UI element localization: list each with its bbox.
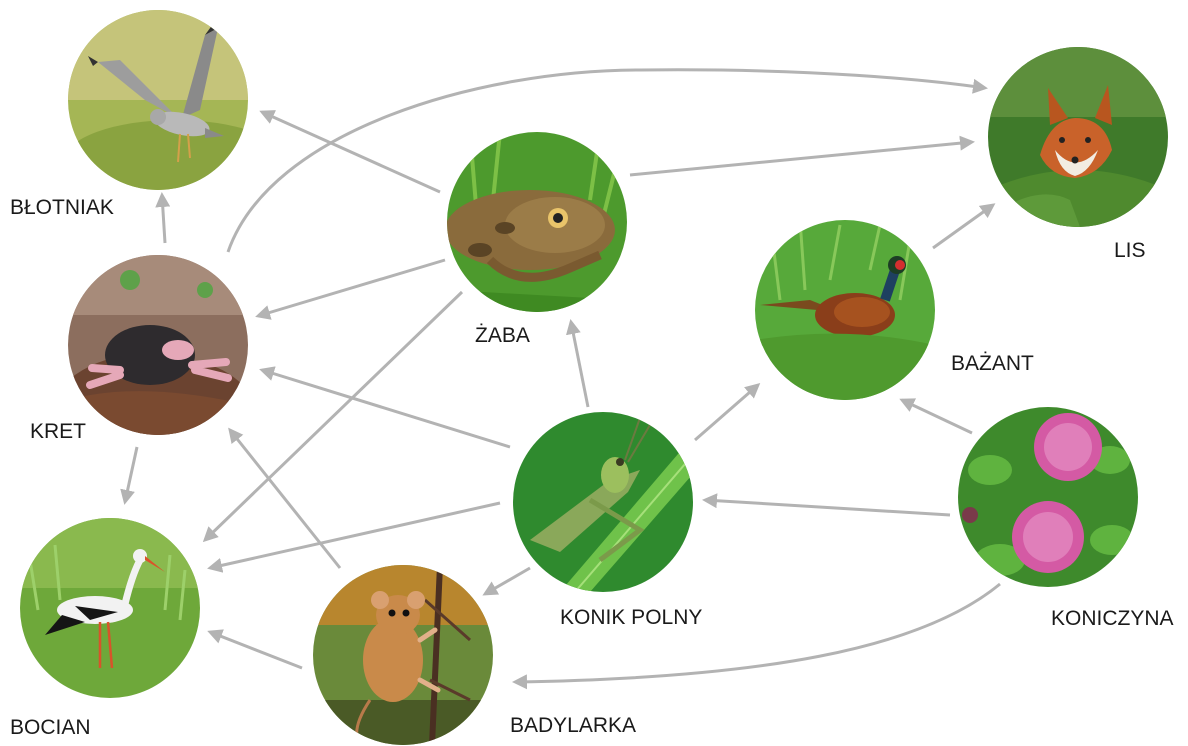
label-koniczyna: KONICZYNA (1051, 607, 1174, 630)
label-bazant: BAŻANT (951, 352, 1034, 375)
pheasant-icon (755, 220, 935, 400)
node-zaba: ŻABA (445, 132, 627, 347)
label-konik: KONIK POLNY (560, 606, 702, 629)
mole-icon (68, 255, 248, 435)
arrow-koniczyna-konik (705, 500, 950, 515)
grasshopper-icon (513, 412, 705, 592)
node-bocian: BOCIAN (10, 518, 200, 739)
harvest-mouse-icon (313, 565, 493, 745)
arrow-bazant-lis (933, 205, 993, 248)
arrow-konik-bazant (695, 385, 758, 440)
node-koniczyna: KONICZYNA (958, 407, 1174, 630)
arrow-kret-blotniak (162, 195, 165, 243)
arrow-zaba-kret (258, 260, 445, 316)
frog-icon (445, 132, 627, 312)
label-badylarka: BADYLARKA (510, 714, 636, 737)
label-zaba: ŻABA (475, 324, 530, 347)
arrow-koniczyna-bazant (902, 400, 972, 433)
node-blotniak: BŁOTNIAK (10, 10, 285, 219)
fox-icon (988, 47, 1168, 227)
node-bazant: BAŻANT (755, 220, 1034, 400)
node-konik: KONIK POLNY (513, 412, 705, 629)
arrow-konik-badylarka (485, 568, 530, 594)
arrow-zaba-lis (630, 142, 972, 175)
arrow-koniczyna-badylarka (515, 584, 1000, 682)
arrow-badylarka-bocian (210, 632, 302, 668)
label-bocian: BOCIAN (10, 716, 91, 739)
stork-icon (20, 518, 200, 698)
harrier-bird-icon (65, 10, 285, 200)
label-lis: LIS (1114, 239, 1146, 262)
arrow-konik-kret (262, 370, 510, 447)
clover-flower-icon (958, 407, 1138, 587)
arrow-kret-bocian (125, 447, 137, 502)
node-lis: LIS (988, 47, 1168, 262)
label-kret: KRET (30, 420, 86, 443)
arrow-konik-bocian (210, 503, 500, 568)
label-blotniak: BŁOTNIAK (10, 196, 114, 219)
arrow-zaba-blotniak (262, 112, 440, 192)
node-badylarka: BADYLARKA (313, 565, 636, 745)
node-kret: KRET (30, 255, 248, 443)
arrow-konik-zaba (571, 322, 588, 407)
